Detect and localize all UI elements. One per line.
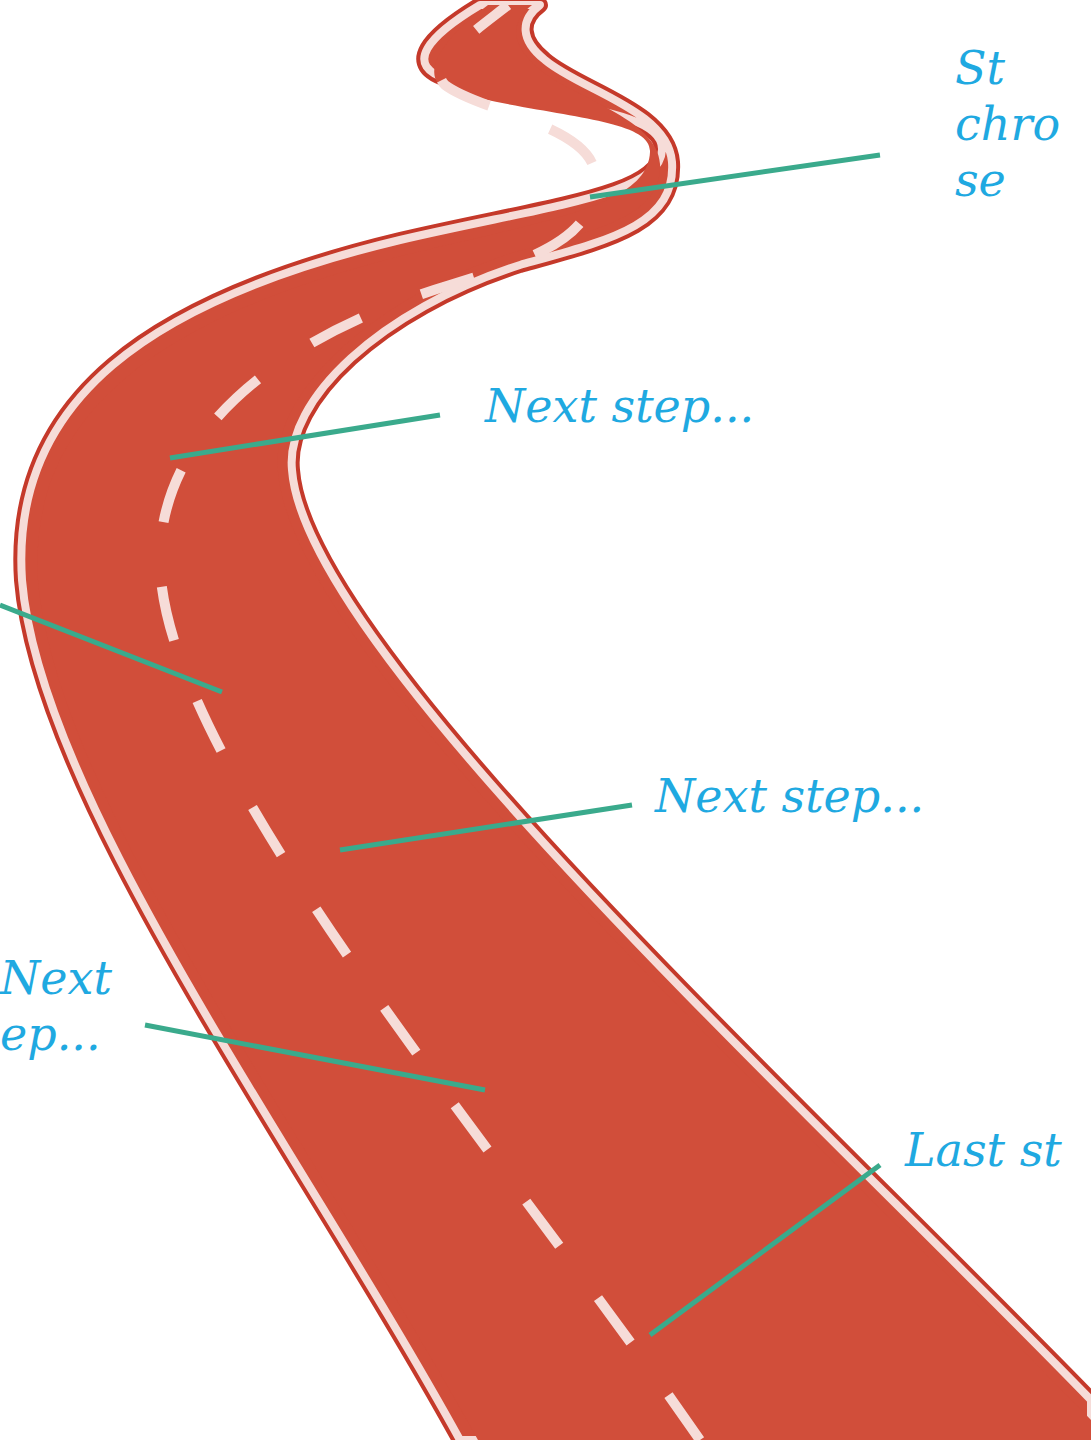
leader-line xyxy=(170,415,440,458)
leader-line xyxy=(340,805,632,850)
leader-line xyxy=(0,605,222,692)
road-edge xyxy=(21,5,1091,1440)
step-label: Next ep... xyxy=(0,950,140,1062)
step-label: Next step... xyxy=(485,378,905,434)
leader-line xyxy=(590,155,880,197)
road-surface xyxy=(37,5,1091,1440)
center-dashes xyxy=(160,5,700,1440)
leader-line xyxy=(650,1165,880,1335)
road-side xyxy=(21,5,1091,1440)
step-label: Next step... xyxy=(655,768,1075,824)
leader-lines xyxy=(0,155,880,1335)
step-label: St chro se xyxy=(955,40,1091,208)
step-label: Last st xyxy=(905,1122,1091,1178)
leader-line xyxy=(145,1025,485,1090)
